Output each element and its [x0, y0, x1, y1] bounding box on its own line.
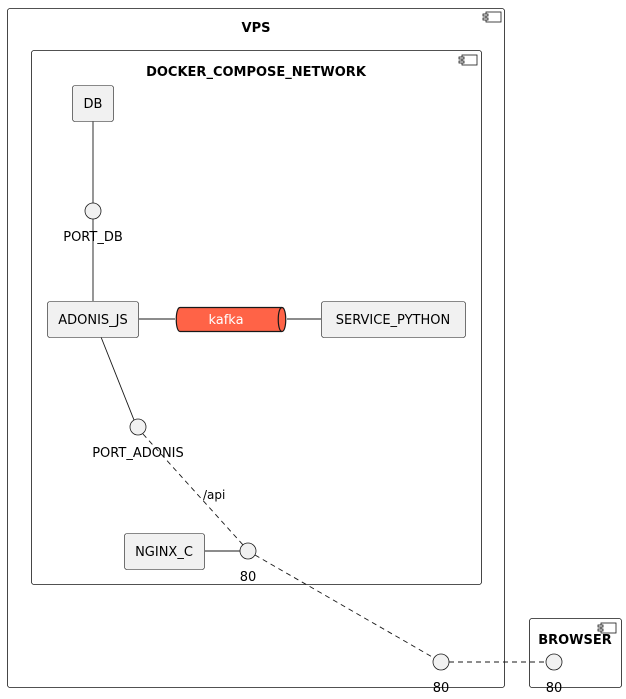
component-icon — [597, 622, 617, 634]
vps-port-label: 80 — [433, 681, 450, 696]
browser-port-label: 80 — [546, 681, 563, 696]
edge-nginxport-vpsport — [254, 554, 435, 659]
kafka-queue: kafka — [175, 306, 287, 333]
port-db-interface: PORT_DB — [63, 202, 123, 245]
service-python-label: SERVICE_PYTHON — [336, 313, 450, 328]
port-adonis-label: PORT_ADONIS — [92, 446, 184, 461]
browser-port-interface: 80 — [545, 653, 563, 696]
edges — [92, 121, 546, 663]
edge-portadonis-nginxport-api — [142, 433, 245, 547]
edge-adonis-portadonis — [100, 336, 135, 421]
browser-title: BROWSER — [538, 633, 612, 648]
nginx-port-label: 80 — [240, 570, 257, 585]
vps-port-interface: 80 — [432, 653, 450, 696]
service-python-component: SERVICE_PYTHON — [321, 301, 466, 338]
db-label: DB — [84, 97, 103, 112]
nginx-label: NGINX_C — [135, 545, 193, 560]
nginx-component: NGINX_C — [124, 533, 205, 570]
component-icon — [482, 11, 502, 23]
component-icon — [458, 54, 478, 66]
adonis-component: ADONIS_JS — [47, 301, 139, 338]
api-edge-label: /api — [203, 488, 225, 502]
nginx-port-interface: 80 — [239, 542, 257, 585]
vps-title: VPS — [242, 21, 271, 36]
db-component: DB — [72, 85, 114, 122]
port-db-label: PORT_DB — [63, 230, 123, 245]
browser-frame: BROWSER — [529, 618, 622, 688]
port-adonis-interface: PORT_ADONIS — [92, 418, 184, 461]
kafka-label: kafka — [208, 313, 243, 328]
network-title: DOCKER_COMPOSE_NETWORK — [146, 65, 367, 80]
adonis-label: ADONIS_JS — [58, 313, 128, 328]
